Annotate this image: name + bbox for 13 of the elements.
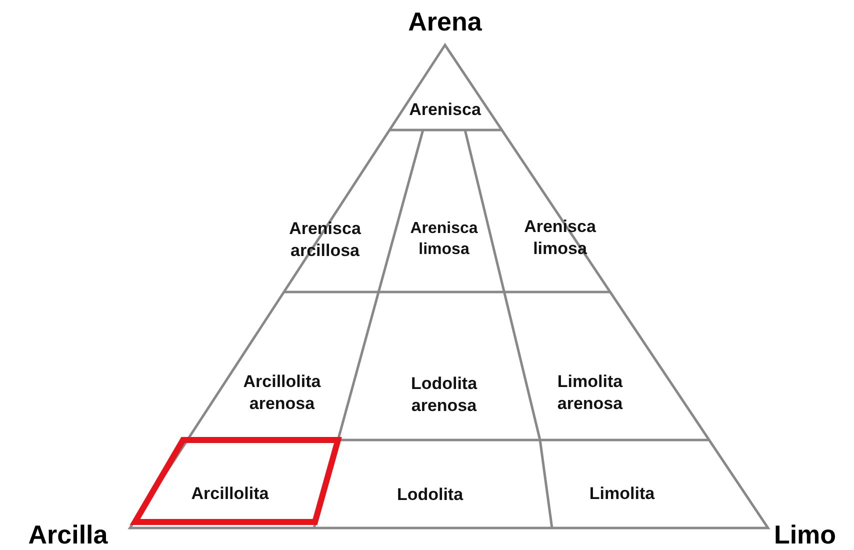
region-label: Lodolita (375, 484, 485, 506)
region-label: Lodolita arenosa (384, 372, 504, 418)
region-label: Arenisca limosa (510, 216, 610, 260)
region-label: Limolita (567, 482, 677, 506)
vertex-label: Arena (408, 6, 482, 38)
vertex-label: Arcilla (28, 520, 108, 550)
region-label: Arcillolita (170, 482, 290, 506)
vertex-label: Limo (774, 520, 836, 550)
region-label: Arcillolita arenosa (217, 370, 347, 416)
region-label: Arenisca limosa (399, 219, 489, 261)
region-label: Limolita arenosa (535, 370, 645, 416)
region-label: Arenisca arcillosa (270, 218, 380, 262)
region-label: Arenisca (390, 98, 500, 122)
